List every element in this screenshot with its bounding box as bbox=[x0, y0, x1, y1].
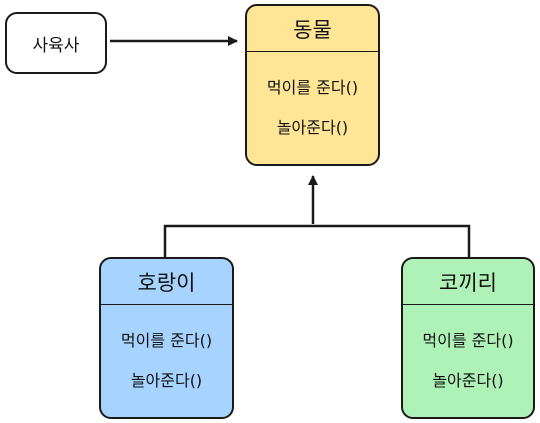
inheritance-connector bbox=[163, 224, 471, 257]
class-tiger: 호랑이 먹이를 준다() 놀아준다() bbox=[99, 257, 234, 419]
method-feed: 먹이를 준다() bbox=[266, 78, 359, 97]
class-animal-title: 동물 bbox=[247, 6, 378, 52]
method-play: 놀아준다() bbox=[276, 118, 349, 137]
method-feed: 먹이를 준다() bbox=[120, 331, 213, 350]
class-tiger-title: 호랑이 bbox=[101, 259, 232, 305]
class-elephant-methods: 먹이를 준다() 놀아준다() bbox=[403, 305, 533, 417]
class-animal: 동물 먹이를 준다() 놀아준다() bbox=[245, 4, 380, 166]
class-elephant-title: 코끼리 bbox=[403, 259, 533, 305]
zookeeper-label: 사육사 bbox=[32, 35, 80, 56]
class-elephant: 코끼리 먹이를 준다() 놀아준다() bbox=[401, 257, 535, 419]
class-animal-methods: 먹이를 준다() 놀아준다() bbox=[247, 52, 378, 164]
method-play: 놀아준다() bbox=[130, 371, 203, 390]
class-tiger-methods: 먹이를 준다() 놀아준다() bbox=[101, 305, 232, 417]
method-play: 놀아준다() bbox=[432, 371, 504, 390]
method-feed: 먹이를 준다() bbox=[422, 331, 514, 350]
zookeeper-box: 사육사 bbox=[5, 12, 107, 74]
